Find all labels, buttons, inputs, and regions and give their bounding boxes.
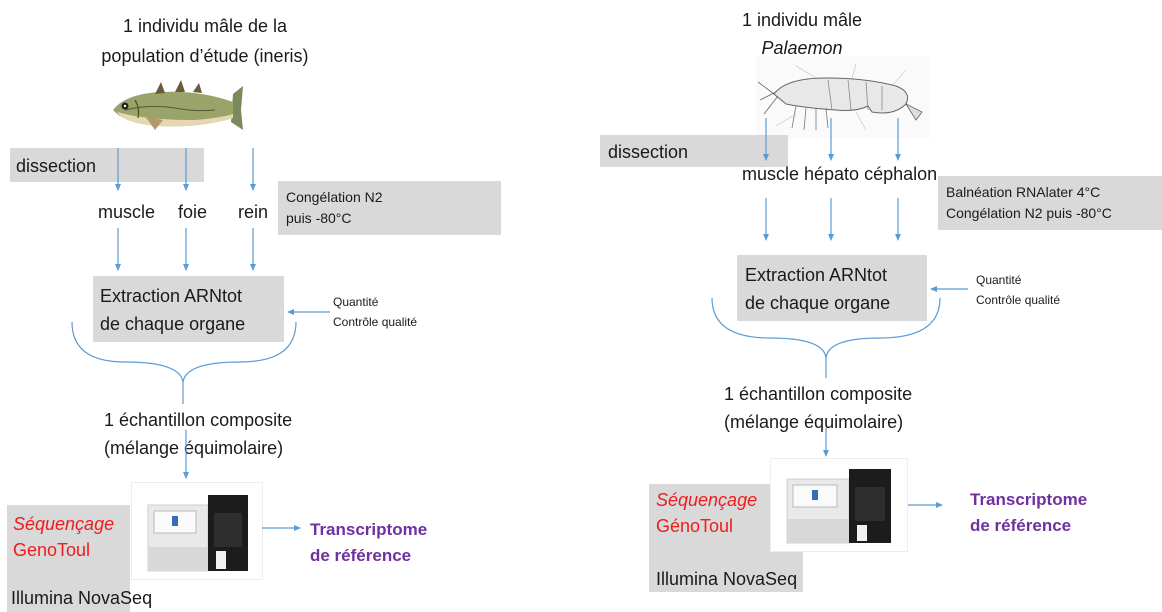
left-sequencer-machine: [131, 482, 263, 580]
left-result-line2: de référence: [310, 546, 412, 565]
right-qc-line1: Quantité: [976, 273, 1022, 287]
left-title-line1: 1 individu mâle de la: [122, 16, 288, 36]
right-organs-label: muscle hépato céphalon: [742, 164, 938, 184]
left-storage-line1: Congélation N2: [286, 189, 383, 205]
right-title-line2: Palaemon: [761, 38, 843, 58]
left-qc-line1: Quantité: [333, 295, 379, 309]
right-sequencing-label: Séquençage: [656, 490, 758, 510]
right-extraction-line1: Extraction ARNtot: [745, 265, 888, 285]
right-genotoul-label: GénoToul: [656, 516, 734, 536]
right-title-line1: 1 individu mâle: [741, 10, 863, 30]
left-qc-line2: Contrôle qualité: [333, 315, 418, 329]
right-platform-label: Illumina NovaSeq: [656, 569, 798, 589]
right-result-line1: Transcriptome: [970, 490, 1088, 509]
left-extraction-box: Extraction ARNtot de chaque organe: [93, 276, 284, 342]
left-title-line2: population d’étude (ineris): [101, 46, 309, 66]
right-composite-line1: 1 échantillon composite: [724, 384, 913, 404]
fish-illustration: [105, 80, 245, 138]
left-composite-line2: (mélange équimolaire): [104, 438, 284, 458]
left-extraction-line1: Extraction ARNtot: [100, 286, 243, 306]
right-sequencer-machine: [770, 458, 908, 552]
right-extraction-line2: de chaque organe: [745, 293, 891, 313]
left-composite-line1: 1 échantillon composite: [104, 410, 293, 430]
right-storage-box: Balnéation RNAlater 4°C Congélation N2 p…: [938, 176, 1162, 230]
left-dissection-box: dissection: [10, 148, 204, 182]
right-storage-line1: Balnéation RNAlater 4°C: [946, 184, 1101, 200]
right-composite-line2: (mélange équimolaire): [724, 412, 904, 432]
left-organ-rein: rein: [238, 202, 269, 222]
left-dissection-label: dissection: [16, 156, 97, 176]
left-storage-line2: puis -80°C: [286, 210, 352, 226]
left-platform-label: Illumina NovaSeq: [11, 588, 153, 608]
right-dissection-box: dissection: [600, 135, 788, 167]
left-sequencing-box: [7, 505, 130, 612]
left-result-line1: Transcriptome: [310, 520, 428, 539]
right-extraction-box: Extraction ARNtot de chaque organe: [737, 255, 927, 321]
shrimp-diagram: [756, 56, 930, 138]
left-extraction-line2: de chaque organe: [100, 314, 246, 334]
left-organ-muscle: muscle: [98, 202, 156, 222]
right-storage-line2: Congélation N2 puis -80°C: [946, 205, 1112, 221]
right-dissection-label: dissection: [608, 142, 689, 162]
left-organ-foie: foie: [178, 202, 208, 222]
right-qc-line2: Contrôle qualité: [976, 293, 1061, 307]
left-storage-box: Congélation N2 puis -80°C: [278, 181, 501, 235]
left-sequencing-label: Séquençage: [13, 514, 115, 534]
left-genotoul-label: GenoToul: [13, 540, 91, 560]
right-result-line2: de référence: [970, 516, 1072, 535]
